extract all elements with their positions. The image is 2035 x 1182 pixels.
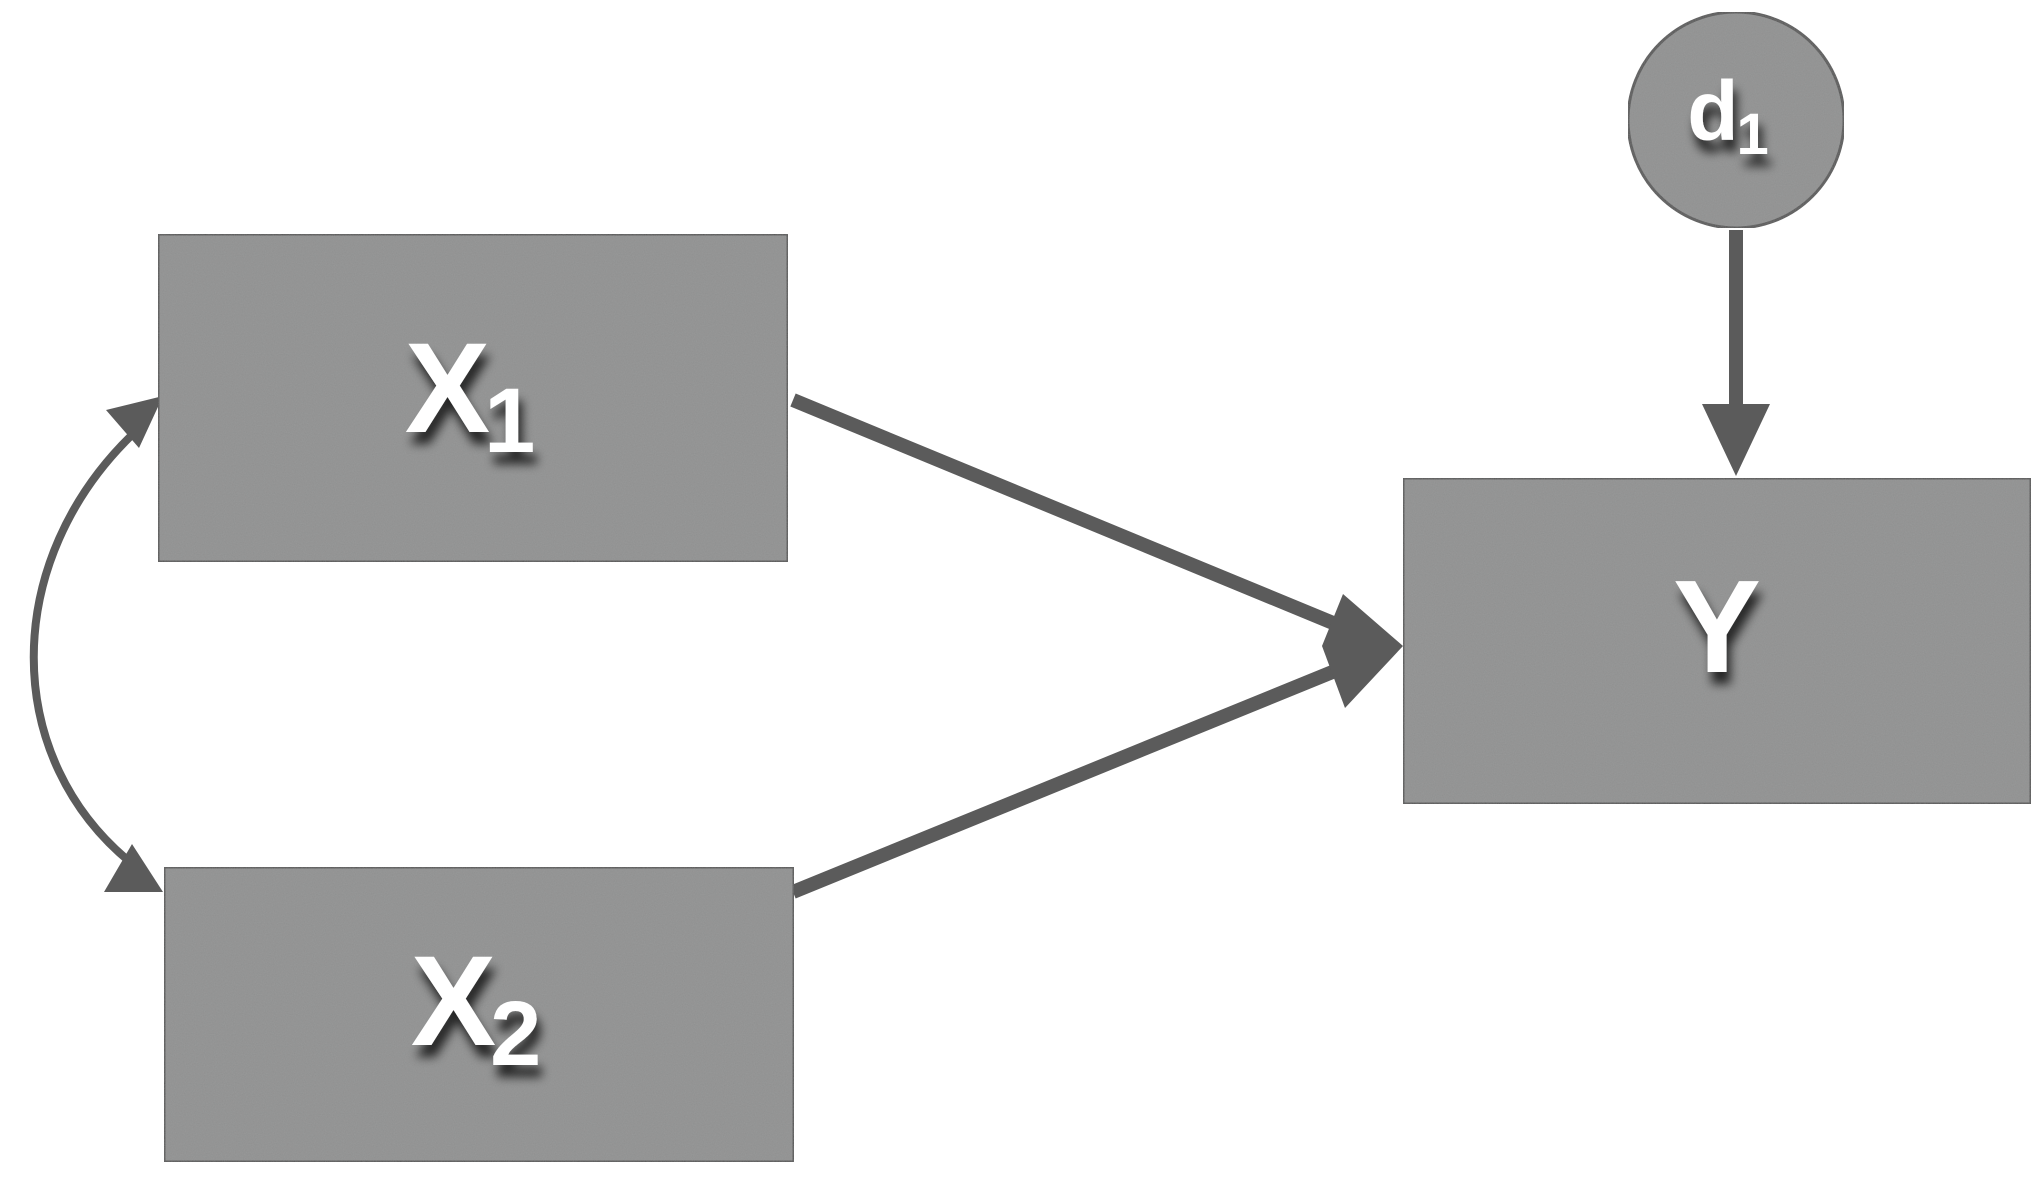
arrowhead-d1-to-y: [1702, 404, 1770, 476]
covariance-arrowhead-bottom: [104, 844, 163, 892]
label-d1-sub: 1: [1737, 102, 1769, 167]
circle-d1: [1626, 10, 1846, 230]
node-d1: d1: [1626, 10, 1846, 230]
node-x2: X2: [162, 865, 796, 1164]
arrowhead-x1-to-y: [1322, 594, 1403, 646]
covariance-x1-x2: [29, 429, 138, 870]
label-x1: X1: [405, 317, 536, 472]
label-x2-main: X: [411, 930, 496, 1073]
label-x2: X2: [411, 930, 542, 1085]
box-x2: [162, 865, 796, 1164]
label-x1-sub: 1: [484, 370, 535, 472]
covariance-arrowhead-top: [106, 396, 163, 448]
arrow-x1-to-y: [790, 393, 1353, 637]
label-x2-sub: 2: [490, 983, 541, 1085]
arrowhead-x2-to-y: [1322, 646, 1403, 708]
label-d1-main: d: [1687, 64, 1738, 158]
arrows: [29, 230, 1770, 899]
label-y: Y: [1673, 553, 1761, 700]
node-y: Y: [1401, 476, 2033, 806]
label-d1: d1: [1687, 64, 1769, 167]
label-x1-main: X: [405, 317, 490, 460]
node-x1: X1: [156, 232, 790, 564]
box-y: [1401, 476, 2033, 806]
box-x1: [156, 232, 790, 564]
arrow-x2-to-y: [790, 657, 1355, 899]
